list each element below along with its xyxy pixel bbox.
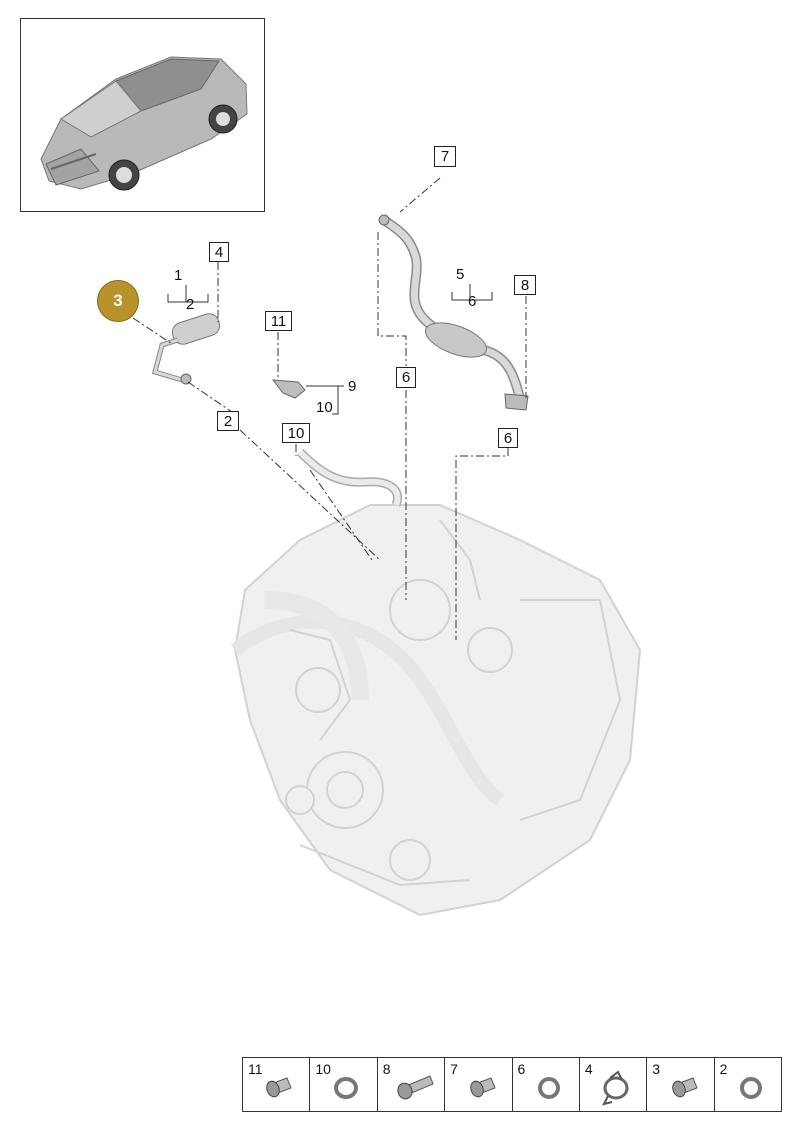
- bolt-icon: [397, 1075, 434, 1100]
- callout-5: 5: [456, 266, 465, 283]
- vehicle-thumbnail: [20, 18, 265, 212]
- legend-cell[interactable]: 6: [513, 1058, 580, 1111]
- leader-lines: [132, 177, 527, 640]
- sealing-ring-icon: [334, 1077, 359, 1099]
- legend-number: 8: [382, 1061, 391, 1077]
- callout-4: 4: [209, 242, 229, 262]
- callout-7: 7: [434, 146, 456, 167]
- bracket-lines: [167, 284, 493, 415]
- legend-number: 4: [584, 1061, 593, 1077]
- callout-6-lower: 6: [498, 428, 518, 448]
- callout-1: 1: [174, 267, 183, 284]
- pipe-assembly-5: [378, 214, 529, 411]
- callout-8: 8: [514, 275, 536, 295]
- bracket-11: [271, 379, 306, 399]
- legend-number: 7: [450, 1061, 458, 1077]
- sealing-ring-icon: [739, 1077, 762, 1099]
- callout-10-sub: 10: [316, 399, 333, 416]
- legend-cell[interactable]: 11: [243, 1058, 311, 1111]
- legend-number: 3: [652, 1061, 661, 1077]
- line-assembly-3: [151, 313, 221, 385]
- legend-cell[interactable]: 8: [378, 1058, 446, 1111]
- car-icon: [40, 56, 248, 191]
- legend-number: 11: [248, 1061, 263, 1077]
- sealing-ring-icon: [537, 1077, 560, 1099]
- callout-6-sub: 6: [468, 293, 477, 310]
- hose-10: [296, 448, 402, 507]
- legend-cell[interactable]: 10: [310, 1058, 378, 1111]
- callout-2: 2: [217, 411, 239, 431]
- hose-clamp-icon: [602, 1070, 629, 1106]
- small-parts-legend: 11 10 8 7 6 4: [242, 1057, 782, 1112]
- screw-icon: [672, 1077, 698, 1098]
- callout-6: 6: [396, 367, 416, 388]
- legend-number: 6: [517, 1061, 526, 1077]
- legend-number: 2: [719, 1061, 728, 1077]
- legend-cell[interactable]: 4: [580, 1058, 648, 1111]
- engine-block: [230, 504, 642, 917]
- callout-11: 11: [265, 311, 292, 331]
- callout-10: 10: [282, 423, 310, 443]
- screw-icon: [266, 1077, 292, 1098]
- callout-9: 9: [348, 378, 357, 395]
- legend-cell[interactable]: 2: [715, 1058, 781, 1111]
- legend-cell[interactable]: 7: [445, 1058, 513, 1111]
- callout-2-sub: 2: [186, 296, 195, 313]
- legend-number: 10: [315, 1061, 331, 1077]
- legend-cell[interactable]: 3: [647, 1058, 715, 1111]
- screw-icon: [470, 1077, 496, 1098]
- highlighted-part-number[interactable]: 3: [97, 280, 139, 322]
